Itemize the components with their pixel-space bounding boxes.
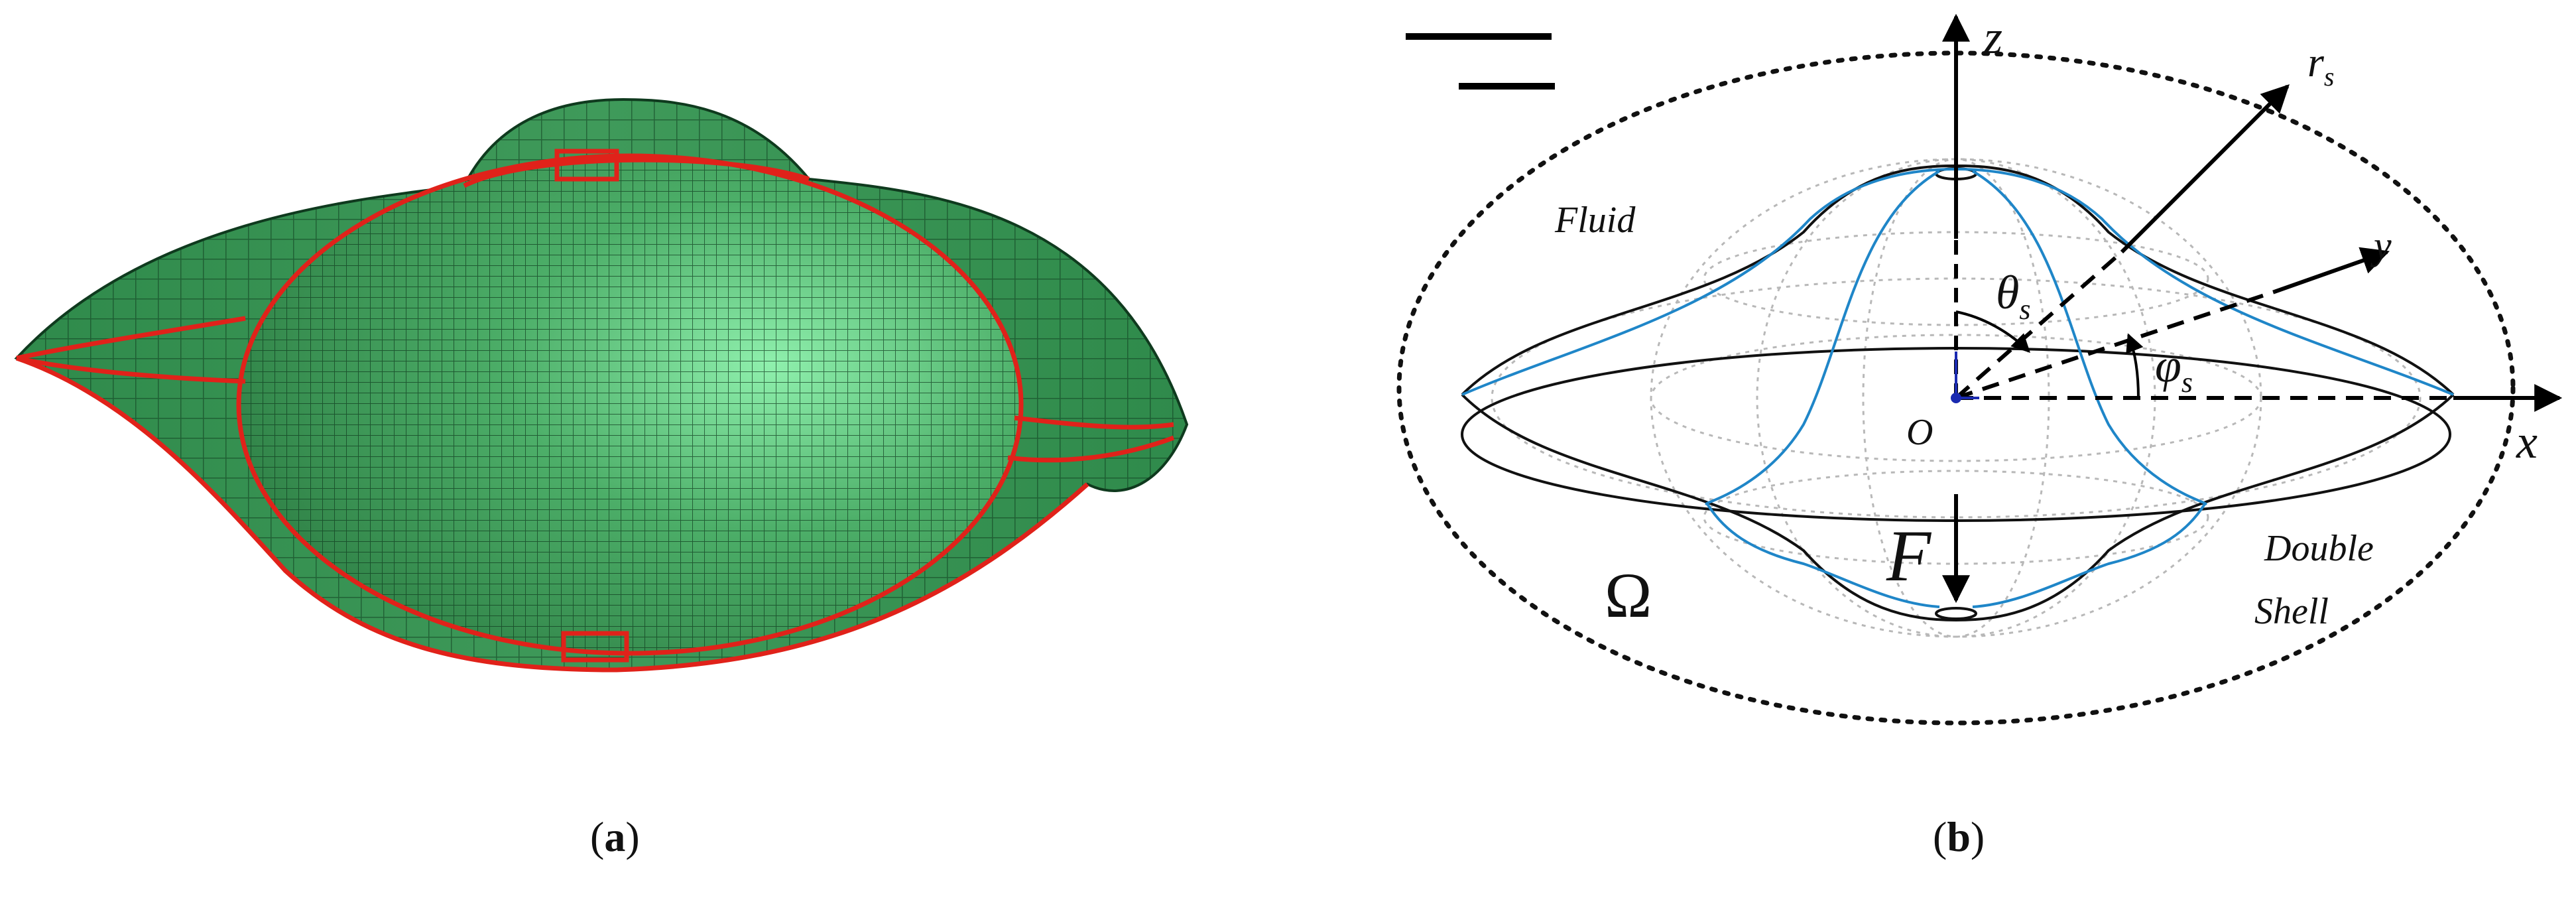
panel-a-mesh-model	[14, 97, 1189, 673]
y-axis	[2274, 247, 2390, 294]
caption-a-letter: a	[604, 813, 626, 860]
label-shell: Shell	[2254, 591, 2329, 632]
label-theta: θs	[1996, 266, 2031, 326]
theta-arc	[1955, 310, 2030, 353]
rs-axis-dashed	[1955, 250, 2123, 400]
label-double: Double	[2264, 528, 2374, 569]
y-axis-dashed	[1955, 290, 2275, 400]
label-domain: Ω	[1605, 560, 1652, 631]
caption-b-letter: b	[1947, 813, 1971, 860]
label-fluid: Fluid	[1554, 200, 1636, 241]
caption-panel-a: (a)	[590, 813, 640, 860]
seam-lines	[15, 149, 1175, 673]
caption-panel-b: (b)	[1933, 813, 1985, 860]
origin-marker	[1951, 352, 1979, 403]
rs-axis	[2120, 84, 2290, 254]
label-origin: O	[1906, 412, 1933, 453]
label-z: z	[1983, 11, 2002, 64]
label-force: F	[1886, 515, 1932, 596]
label-y: y	[2370, 224, 2392, 267]
label-phi: φs	[2155, 339, 2193, 399]
phi-arc	[2126, 333, 2144, 399]
equivalence-mark	[1406, 33, 1555, 90]
label-r: rs	[2307, 38, 2334, 92]
panel-b-schematic: z x y rs θs φs O F Ω Fluid Double Shell	[1396, 11, 2563, 726]
label-x: x	[2516, 415, 2538, 468]
